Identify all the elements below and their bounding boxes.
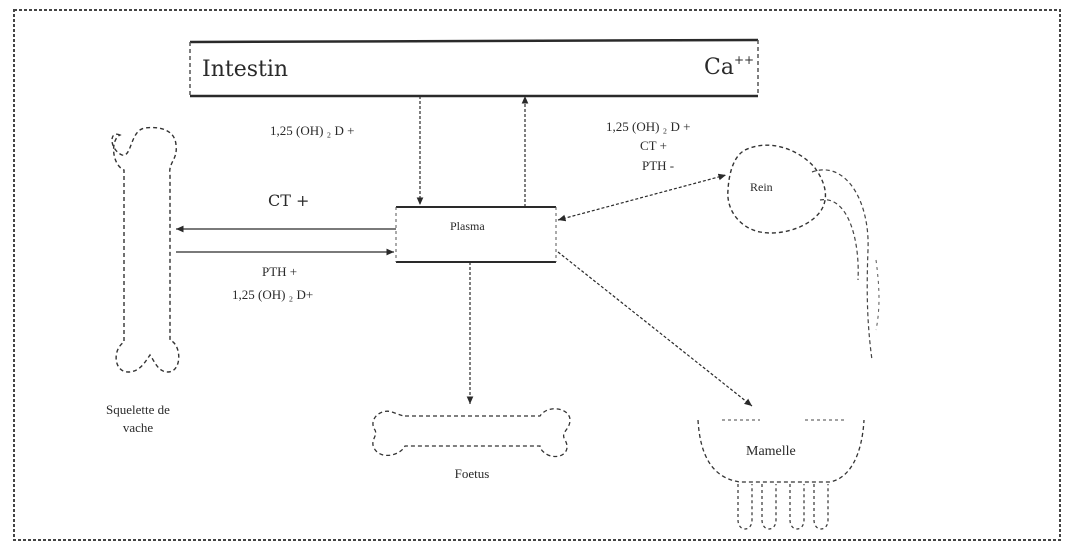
flow-label-rein-d: 1,25 (OH) ₂ D + — [606, 119, 690, 134]
skeleton-label-line1: Squelette de — [106, 402, 170, 417]
rein-label: Rein — [750, 180, 773, 194]
skeleton-bone: Squelette de vache — [106, 128, 179, 435]
flow-label-intestin-d: 1,25 (OH) ₂ D + — [270, 123, 354, 138]
flow-label-ct-skeleton: CT + — [268, 191, 309, 210]
flow-label-rein-ct: CT + — [640, 138, 667, 153]
rein-kidney: Rein — [728, 145, 879, 360]
calcium-label: Ca++ — [704, 53, 754, 80]
plasma-label: Plasma — [450, 219, 485, 233]
intestin-box: Intestin Ca++ — [190, 40, 758, 96]
foetus-bone: Foetus — [373, 409, 570, 481]
arrow-plasma-rein — [558, 175, 726, 220]
intestin-label: Intestin — [202, 57, 288, 82]
arrow-plasma-to-mamelle — [558, 252, 752, 406]
plasma-box: Plasma — [396, 207, 556, 262]
flow-label-pth-skeleton: PTH + — [262, 264, 297, 279]
mamelle-label: Mamelle — [746, 444, 796, 459]
mamelle-udder: Mamelle — [698, 420, 864, 529]
skeleton-label-line2: vache — [123, 420, 154, 435]
flow-label-d-skeleton: 1,25 (OH) ₂ D+ — [232, 287, 313, 302]
outer-border — [14, 10, 1060, 540]
flow-label-rein-pth: PTH - — [642, 158, 674, 173]
foetus-label: Foetus — [455, 466, 490, 481]
